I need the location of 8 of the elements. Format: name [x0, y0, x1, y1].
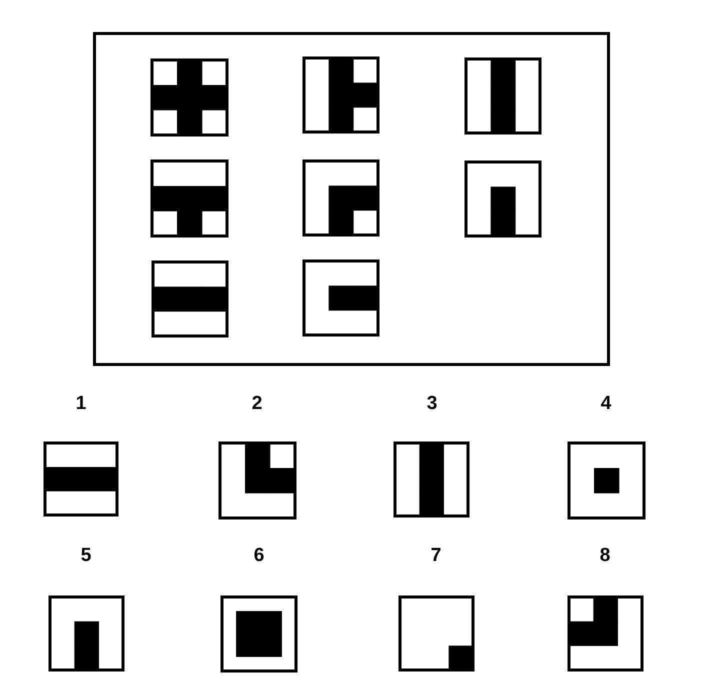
option-number: 2 [250, 393, 264, 415]
option-number: 5 [80, 545, 92, 567]
option-number: 3 [426, 393, 438, 415]
option-number: 1 [74, 393, 88, 415]
option-number: 4 [600, 393, 612, 415]
option-number: 7 [430, 545, 442, 567]
option-number: 8 [598, 545, 612, 567]
option-number: 6 [252, 545, 266, 567]
